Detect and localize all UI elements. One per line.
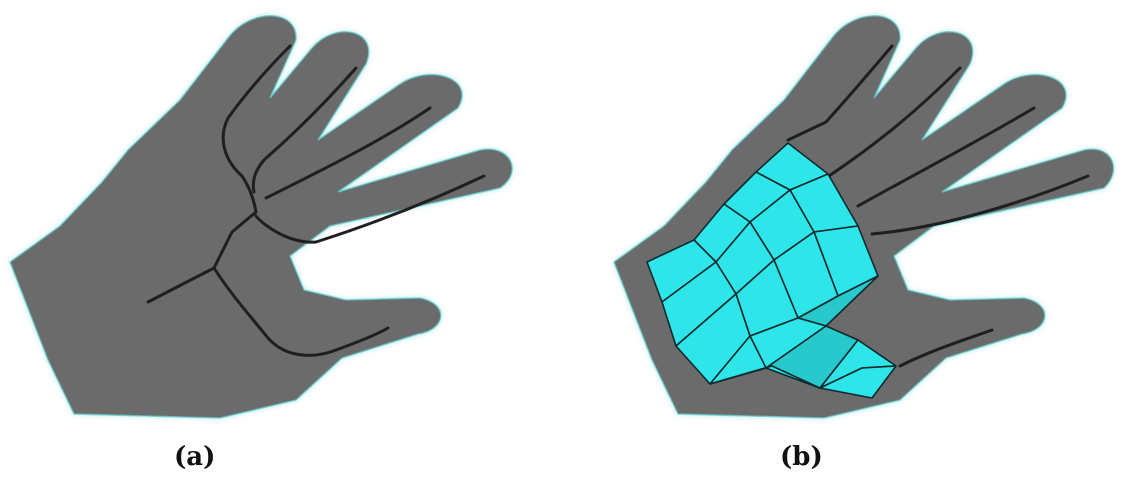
panel-b-caption: (b) bbox=[780, 444, 823, 470]
panel-b bbox=[614, 16, 1114, 418]
panel-a bbox=[10, 16, 512, 418]
panel-a-caption: (a) bbox=[174, 444, 215, 470]
